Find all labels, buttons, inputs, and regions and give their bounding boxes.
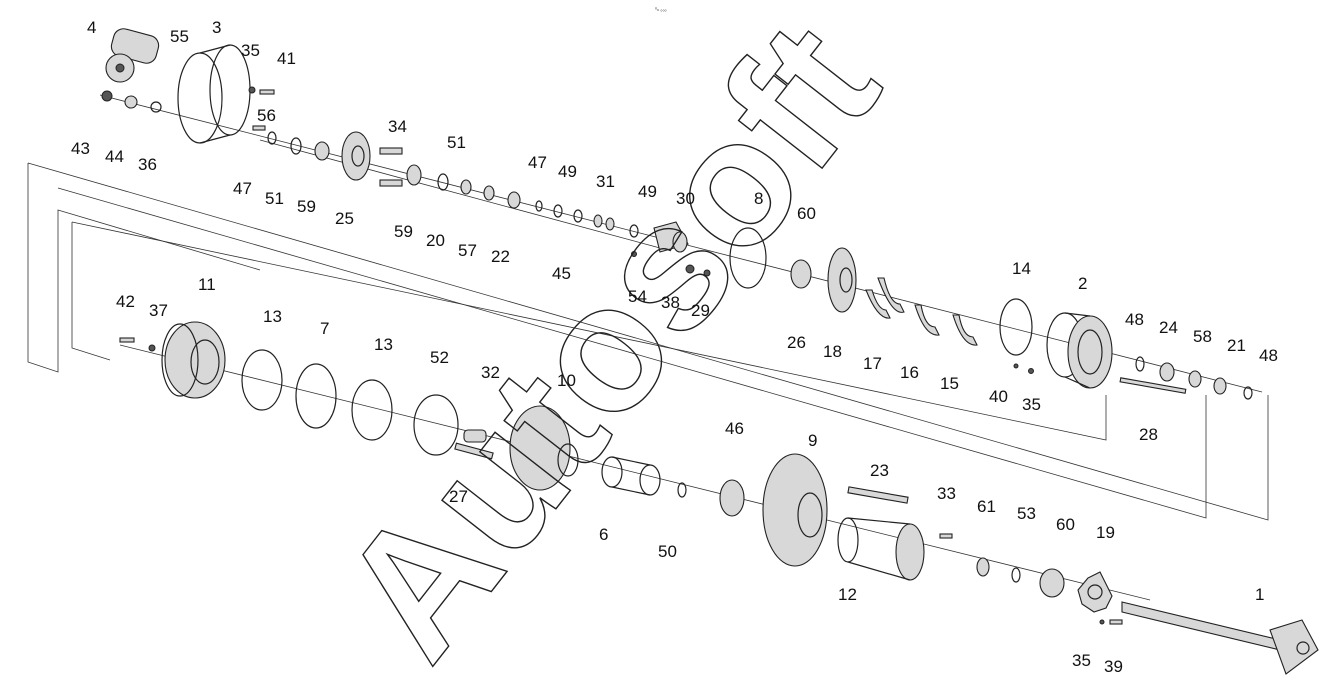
callout-50: 50 <box>658 542 677 561</box>
callout-32: 32 <box>481 363 500 382</box>
right-rings <box>1119 356 1253 400</box>
callout-8: 8 <box>754 189 763 208</box>
callout-54: 54 <box>628 287 647 306</box>
callout-6: 6 <box>599 525 608 544</box>
part-1-shaft <box>1121 601 1319 675</box>
callout-56: 56 <box>257 106 276 125</box>
callout-48: 48 <box>1125 310 1144 329</box>
callout-labels: 4 55 3 35 41 56 43 44 36 47 51 59 25 34 … <box>71 18 1278 676</box>
part-32-27-pins <box>454 429 494 460</box>
part-50-circlip <box>677 482 687 498</box>
part-42-37-bolts <box>119 337 156 352</box>
callout-48-b: 48 <box>1259 346 1278 365</box>
callout-24: 24 <box>1159 318 1178 337</box>
callout-37: 37 <box>149 301 168 320</box>
callout-44: 44 <box>105 147 124 166</box>
callout-43: 43 <box>71 139 90 158</box>
callout-53: 53 <box>1017 504 1036 523</box>
callout-12: 12 <box>838 585 857 604</box>
callout-34: 34 <box>388 117 407 136</box>
callout-18: 18 <box>823 342 842 361</box>
callout-49: 49 <box>558 162 577 181</box>
callout-13-b: 13 <box>374 335 393 354</box>
callout-35-b: 35 <box>1022 395 1041 414</box>
callout-47-b: 47 <box>528 153 547 172</box>
callout-59: 59 <box>297 197 316 216</box>
callout-51-b: 51 <box>447 133 466 152</box>
callout-36: 36 <box>138 155 157 174</box>
callout-10: 10 <box>557 371 576 390</box>
part-12-23-tube <box>837 486 925 581</box>
callout-47: 47 <box>233 179 252 198</box>
callout-3: 3 <box>212 18 221 37</box>
part-30-bracket <box>653 221 689 253</box>
callout-42: 42 <box>116 292 135 311</box>
callout-17: 17 <box>863 354 882 373</box>
part-26-gear <box>827 247 857 313</box>
callout-16: 16 <box>900 363 919 382</box>
callout-45: 45 <box>552 264 571 283</box>
callout-61: 61 <box>977 497 996 516</box>
callout-15: 15 <box>940 374 959 393</box>
part-11-pulley <box>161 321 226 399</box>
seal-rings-13-7-52 <box>241 349 459 456</box>
callout-59-b: 59 <box>394 222 413 241</box>
callout-9: 9 <box>808 431 817 450</box>
bearing-shells <box>865 277 978 346</box>
callout-28: 28 <box>1139 425 1158 444</box>
callout-35: 35 <box>241 41 260 60</box>
part-34-pins <box>379 147 403 187</box>
callout-21: 21 <box>1227 336 1246 355</box>
lower-small-parts <box>939 533 1065 598</box>
part-8-ring <box>685 227 767 289</box>
part-46-washer <box>719 479 745 517</box>
callout-58: 58 <box>1193 327 1212 346</box>
callout-20: 20 <box>426 231 445 250</box>
callout-11: 11 <box>198 275 216 294</box>
callout-39: 39 <box>1104 657 1123 676</box>
shaft-rings-row <box>406 164 639 257</box>
callout-22: 22 <box>491 247 510 266</box>
callout-52: 52 <box>430 348 449 367</box>
callout-46: 46 <box>725 419 744 438</box>
callout-33: 33 <box>937 484 956 503</box>
part-4-motor <box>105 28 160 83</box>
callout-29: 29 <box>691 301 710 320</box>
part-19-star-flange <box>1077 571 1123 625</box>
part-10-hub <box>509 405 579 491</box>
callout-55: 55 <box>170 27 189 46</box>
small-fasteners-top <box>101 86 330 161</box>
callout-2: 2 <box>1078 274 1087 293</box>
part-9-disc <box>762 453 828 567</box>
callout-49-b: 49 <box>638 182 657 201</box>
callout-27: 27 <box>449 487 468 506</box>
callout-40: 40 <box>989 387 1008 406</box>
callout-19: 19 <box>1096 523 1115 542</box>
header-tiny-label: ⁰ₙ ₀₀₀ <box>655 7 667 13</box>
part-2-housing <box>1046 312 1113 389</box>
callout-30: 30 <box>676 189 695 208</box>
callout-51: 51 <box>265 189 284 208</box>
callout-38: 38 <box>661 293 680 312</box>
callout-26: 26 <box>787 333 806 352</box>
callout-14: 14 <box>1012 259 1031 278</box>
callout-1: 1 <box>1255 585 1264 604</box>
callout-35-c: 35 <box>1072 651 1091 670</box>
part-6-sleeve <box>601 456 661 496</box>
callout-31: 31 <box>596 172 615 191</box>
callout-13: 13 <box>263 307 282 326</box>
callout-4: 4 <box>87 18 96 37</box>
part-3-cover <box>177 44 251 144</box>
callout-25: 25 <box>335 209 354 228</box>
part-14-gasket <box>999 298 1034 374</box>
callout-7: 7 <box>320 319 329 338</box>
part-25-flange <box>341 131 371 181</box>
part-60-bearing-top <box>790 259 812 289</box>
callout-23: 23 <box>870 461 889 480</box>
callout-57: 57 <box>458 241 477 260</box>
callout-41: 41 <box>277 49 296 68</box>
callout-60: 60 <box>797 204 816 223</box>
callout-60-b: 60 <box>1056 515 1075 534</box>
